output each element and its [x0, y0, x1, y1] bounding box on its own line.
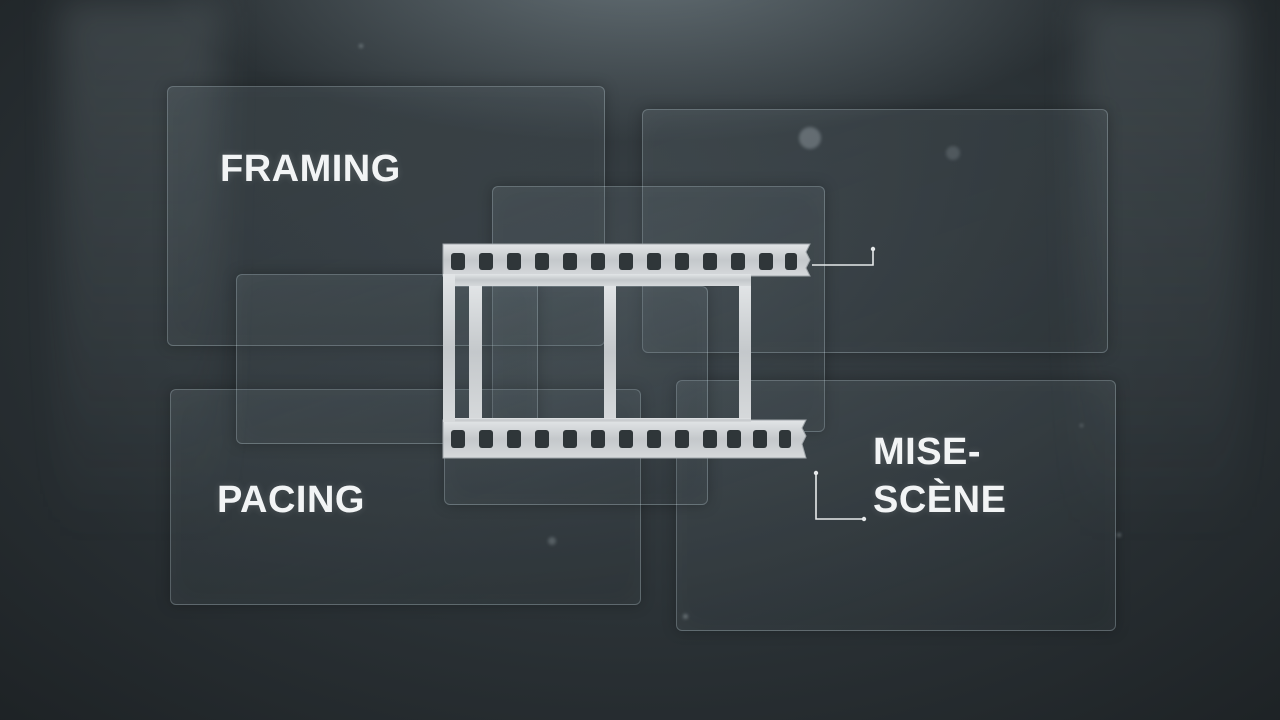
film-strip-icon [442, 243, 811, 459]
label-mise-line2: SCÈNE [873, 479, 1007, 521]
panel-top-right [642, 109, 1108, 353]
panel-center-back [492, 186, 825, 432]
panel-center-front [444, 286, 708, 505]
label-pacing: PACING [217, 479, 365, 521]
bokeh-dot [799, 127, 821, 149]
panel-left-middle [236, 274, 538, 444]
connector-line-bottom [813, 470, 867, 522]
label-mise-line1: MISE- [873, 431, 982, 473]
bokeh-dot [1117, 533, 1121, 537]
bokeh-dot [946, 146, 960, 160]
bokeh-dot [548, 537, 556, 545]
bokeh-dot [1080, 424, 1083, 427]
connector-line-top [812, 246, 876, 266]
label-framing: FRAMING [220, 148, 401, 190]
light-beam [60, 0, 220, 720]
bokeh-dot [683, 614, 688, 619]
bokeh-dot [359, 44, 363, 48]
light-beam [1080, 0, 1240, 720]
panel-framing [167, 86, 605, 346]
